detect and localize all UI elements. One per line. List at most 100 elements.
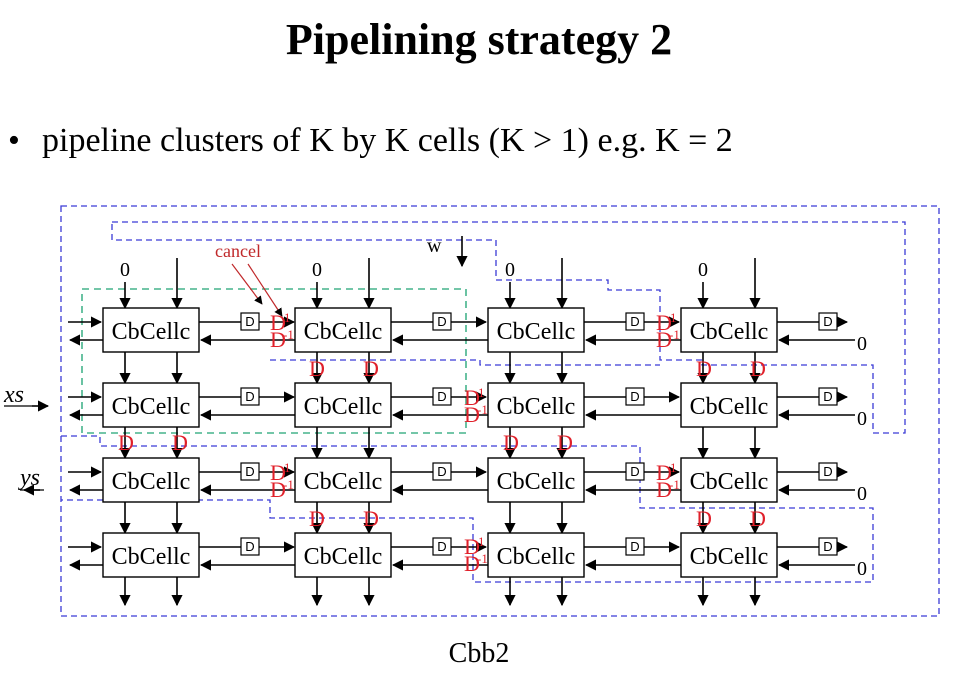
cell-box [680,307,778,353]
delay-label: D [437,539,446,554]
cell-label: CbCellc [304,469,383,495]
red-delay-pair-Dinv-sup: -1 [477,402,488,417]
cell-label: CbCellc [304,544,383,570]
delay-box [818,387,838,406]
red-delay: D [363,356,379,381]
cell-box [294,532,392,578]
delay-box [625,312,645,331]
red-delay: D [557,430,573,455]
cell-box [680,532,778,578]
delay-box [432,387,452,406]
delay-label: D [823,539,832,554]
cell-label: CbCellc [112,394,191,420]
red-delay-pair-Dinv: D [464,402,480,427]
cell-label: CbCellc [497,544,576,570]
red-delay-pair-Dinv-sup: -1 [283,477,294,492]
red-delay-pair-D: D [270,460,286,485]
cell-box [294,307,392,353]
red-delay: D [750,356,766,381]
delay-box [625,537,645,556]
red-delay: D [363,506,379,531]
delay-label: D [437,389,446,404]
pipeline-boundary-3 [270,359,660,366]
delay-box [432,462,452,481]
delay-box [240,387,260,406]
red-delay-pair-Dinv: D [656,477,672,502]
delay-box [240,312,260,331]
delay-box [625,462,645,481]
cancel-label: cancel [215,241,261,261]
cluster-boundary [81,288,467,434]
red-delay-pair-D: D [656,460,672,485]
diagram-caption: Cbb2 [448,638,510,669]
cell-box [680,457,778,503]
cell-label: CbCellc [690,319,769,345]
red-delay: D [696,356,712,381]
cell-box [487,307,585,353]
outer-boundary [60,205,940,617]
delay-box [432,312,452,331]
red-delay-pair-D: D [464,534,480,559]
zero-label: 0 [698,259,708,281]
cell-box [102,532,200,578]
red-delay-pair-D-sup: 1 [670,310,677,325]
delay-label: D [630,314,639,329]
zero-label: 0 [857,333,867,355]
ys-label: ys [18,465,40,491]
cell-label: CbCellc [497,469,576,495]
red-delay-pair-Dinv-sup: -1 [477,551,488,566]
cell-box [102,457,200,503]
red-delay-pair-D-sup: 1 [478,385,485,400]
red-delay-pair-D-sup: 1 [284,310,291,325]
delay-box [625,387,645,406]
delay-label: D [437,464,446,479]
red-delay: D [696,506,712,531]
delay-box [818,312,838,331]
cell-label: CbCellc [690,394,769,420]
w-label: w [427,235,442,257]
red-delay-pair-Dinv-sup: -1 [283,327,294,342]
cell-label: CbCellc [304,394,383,420]
cell-label: CbCellc [690,544,769,570]
delay-label: D [437,314,446,329]
cell-label: CbCellc [112,544,191,570]
red-delay-pair-D-sup: 1 [284,460,291,475]
zero-label: 0 [857,408,867,430]
delay-box [432,537,452,556]
delay-box [240,462,260,481]
delay-label: D [823,464,832,479]
red-delay-pair-Dinv: D [656,327,672,352]
delay-label: D [245,539,254,554]
cell-box [487,532,585,578]
delay-label: D [630,389,639,404]
cell-label: CbCellc [497,394,576,420]
delay-label: D [245,464,254,479]
cell-label: CbCellc [304,319,383,345]
red-delay-pair-Dinv: D [464,551,480,576]
delay-box [240,537,260,556]
cell-label: CbCellc [690,469,769,495]
bullet-point: • pipeline clusters of K by K cells (K > … [8,122,733,160]
page-title: Pipelining strategy 2 [285,15,673,64]
zero-label: 0 [857,558,867,580]
delay-box [818,462,838,481]
pipeline-boundary-2 [61,435,874,583]
cell-box [487,382,585,428]
zero-label: 0 [505,259,515,281]
delay-label: D [630,464,639,479]
delay-label: D [245,314,254,329]
zero-label: 0 [312,259,322,281]
delay-label: D [245,389,254,404]
red-delay-pair-D-sup: 1 [478,534,485,549]
pipeline-boundary-1 [111,221,906,434]
delay-box [818,537,838,556]
bullet-marker: • [8,122,20,159]
cell-label: CbCellc [497,319,576,345]
red-delay-pair-D: D [464,385,480,410]
bullet-text: pipeline clusters of K by K cells (K > 1… [42,122,733,159]
cell-box [294,382,392,428]
red-delay-pair-Dinv: D [270,327,286,352]
red-delay: D [172,430,188,455]
zero-label: 0 [857,483,867,505]
cell-box [294,457,392,503]
